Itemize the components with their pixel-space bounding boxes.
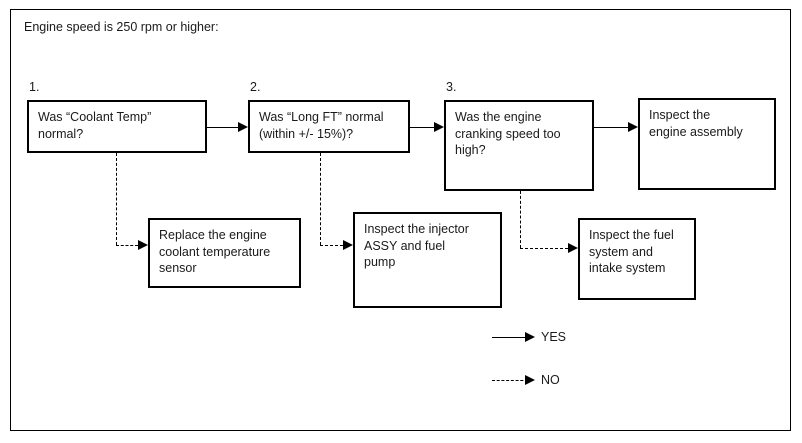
node-inspect-injector-pump[interactable]: Inspect the injector ASSY and fuel pump	[353, 212, 502, 308]
diagram-border	[10, 9, 791, 431]
step-number-1: 1.	[29, 80, 40, 94]
legend-yes-label: YES	[541, 330, 567, 344]
connector-yes-q1-to-q2	[207, 127, 238, 128]
node-inspect-fuel-intake-label: Inspect the fuel system and intake syste…	[589, 228, 674, 275]
arrowhead-no-q2-to-injector-pump-icon	[343, 239, 353, 250]
legend-no-line	[492, 380, 528, 381]
diagram-title: Engine speed is 250 rpm or higher:	[24, 20, 219, 34]
step-number-2: 2.	[250, 80, 261, 94]
legend-no-arrowhead-icon	[525, 374, 535, 385]
arrowhead-no-q3-to-fuel-intake-icon	[568, 242, 578, 253]
arrowhead-yes-q3-to-engine-assembly-icon	[628, 121, 638, 132]
node-coolant-temp-question[interactable]: Was “Coolant Temp” normal?	[27, 100, 207, 153]
legend-yes-line	[492, 337, 528, 338]
connector-no-q1-horizontal	[116, 245, 138, 246]
node-replace-coolant-sensor-label: Replace the engine coolant temperature s…	[159, 228, 271, 275]
node-cranking-speed-question-label: Was the engine cranking speed too high?	[455, 110, 561, 157]
node-inspect-engine-assembly[interactable]: Inspect the engine assembly	[638, 98, 776, 190]
node-cranking-speed-question[interactable]: Was the engine cranking speed too high?	[444, 100, 594, 191]
node-replace-coolant-sensor[interactable]: Replace the engine coolant temperature s…	[148, 218, 301, 288]
arrowhead-no-q1-to-coolant-sensor-icon	[138, 239, 148, 250]
arrowhead-yes-q2-to-q3-icon	[434, 121, 444, 132]
node-inspect-fuel-intake[interactable]: Inspect the fuel system and intake syste…	[578, 218, 696, 300]
node-long-ft-question[interactable]: Was “Long FT” normal (within +/- 15%)?	[248, 100, 410, 153]
arrowhead-yes-q1-to-q2-icon	[238, 121, 248, 132]
connector-no-q3-horizontal	[520, 248, 568, 249]
connector-yes-q3-to-engine-assembly	[594, 127, 628, 128]
node-inspect-injector-pump-label: Inspect the injector ASSY and fuel pump	[364, 222, 469, 269]
connector-no-q2-horizontal	[320, 245, 343, 246]
connector-no-q2-vertical	[320, 153, 321, 245]
legend-yes-arrowhead-icon	[525, 331, 535, 342]
connector-no-q3-vertical	[520, 191, 521, 248]
node-coolant-temp-question-label: Was “Coolant Temp” normal?	[38, 110, 152, 141]
connector-yes-q2-to-q3	[410, 127, 434, 128]
legend-no-label: NO	[541, 373, 560, 387]
node-long-ft-question-label: Was “Long FT” normal (within +/- 15%)?	[259, 110, 384, 141]
node-inspect-engine-assembly-label: Inspect the engine assembly	[649, 108, 743, 139]
step-number-3: 3.	[446, 80, 457, 94]
connector-no-q1-vertical	[116, 153, 117, 245]
